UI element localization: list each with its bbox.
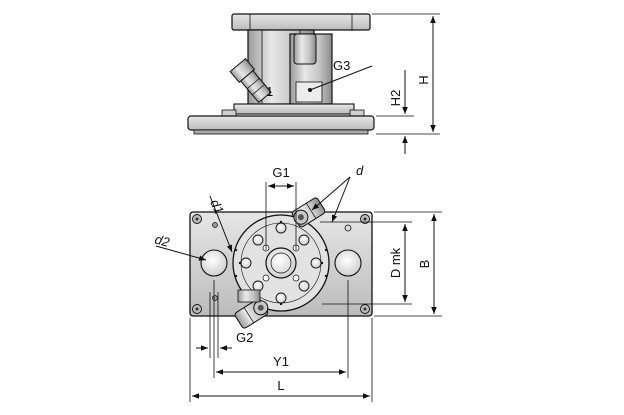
right-mount-hole xyxy=(334,249,362,277)
dim-g2: G2 xyxy=(196,292,253,358)
dim-d-mk: D mk xyxy=(320,221,412,305)
g3-label: G3 xyxy=(333,58,350,73)
side-flange xyxy=(233,103,355,115)
dim-l: L xyxy=(189,318,373,402)
dim-h: H xyxy=(372,13,440,135)
d-label: d xyxy=(356,163,364,178)
d2-leader: d2 xyxy=(153,231,207,261)
port-number-label: 1 xyxy=(266,84,273,99)
d-leader: d xyxy=(311,163,364,223)
top-view xyxy=(189,197,373,329)
d-mk-label: D mk xyxy=(388,247,403,278)
dim-b: B xyxy=(374,211,442,317)
b-label: B xyxy=(417,260,432,269)
side-top-cap xyxy=(231,13,371,31)
dim-h2: H2 xyxy=(376,70,414,154)
g2-label: G2 xyxy=(236,330,253,345)
g3-leader xyxy=(309,65,373,91)
index-dots xyxy=(234,220,328,306)
side-view: 1 G3 xyxy=(187,13,375,135)
g1-label: G1 xyxy=(272,165,289,180)
corner-screws xyxy=(192,214,370,314)
d1-leader: d1 xyxy=(207,195,233,253)
y1-label: Y1 xyxy=(273,354,289,369)
center-bore xyxy=(265,247,297,279)
d2-label: d2 xyxy=(153,231,172,250)
h-label: H xyxy=(416,75,431,84)
side-suction-pad xyxy=(193,129,369,135)
dim-g1: G1 xyxy=(265,165,297,250)
l-label: L xyxy=(277,378,284,393)
d1-label: d1 xyxy=(207,197,227,216)
h2-label: H2 xyxy=(388,90,403,107)
hole-ring xyxy=(240,222,322,304)
side-push-in-fitting xyxy=(229,58,272,104)
left-mount-hole xyxy=(200,249,228,277)
side-base-plate xyxy=(187,115,375,131)
dim-y1: Y1 xyxy=(213,280,349,378)
